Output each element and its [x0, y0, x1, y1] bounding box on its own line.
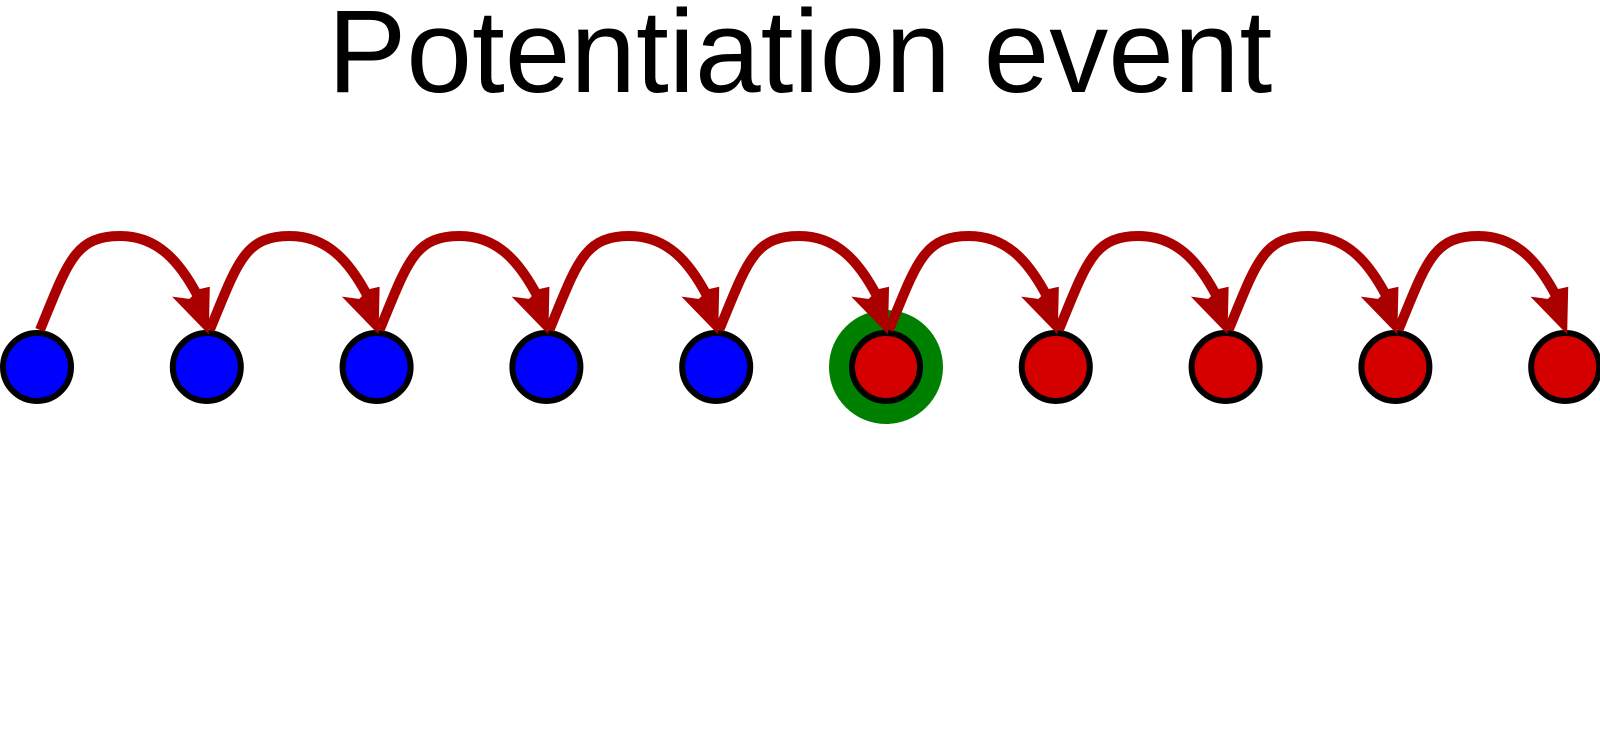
potentiated-node [1358, 330, 1433, 404]
potentiated-node [1188, 330, 1263, 404]
arrowhead [511, 286, 550, 335]
transition-arrow [544, 230, 712, 332]
arrowhead [1360, 286, 1399, 335]
unpotentiated-node [0, 330, 74, 404]
transition-arrow [714, 230, 882, 332]
arrowhead [681, 286, 720, 335]
arrowhead [1021, 286, 1059, 335]
potentiated-node [1018, 330, 1093, 404]
transition-arrow [205, 230, 373, 332]
node-layer [0, 330, 1600, 404]
unpotentiated-node [679, 330, 754, 404]
transition-arrow [1223, 230, 1391, 332]
transition-arrow [1054, 230, 1222, 332]
transition-arrow [35, 230, 203, 332]
unpotentiated-node [509, 330, 584, 404]
arrowhead [1190, 286, 1229, 335]
transition-arrow [884, 230, 1052, 332]
arrowhead [851, 286, 890, 335]
potentiated-node [1528, 330, 1600, 404]
unpotentiated-node [169, 330, 244, 404]
unpotentiated-node [339, 330, 414, 404]
diagram-title: Potentiation event [327, 0, 1273, 118]
transition-arrow [1393, 230, 1561, 332]
arrowhead [1530, 286, 1569, 335]
arrowhead [341, 286, 380, 335]
transition-arrow [374, 230, 542, 332]
arrowhead [172, 286, 210, 335]
arrow-layer [35, 230, 1569, 335]
potentiated-node [849, 330, 923, 404]
